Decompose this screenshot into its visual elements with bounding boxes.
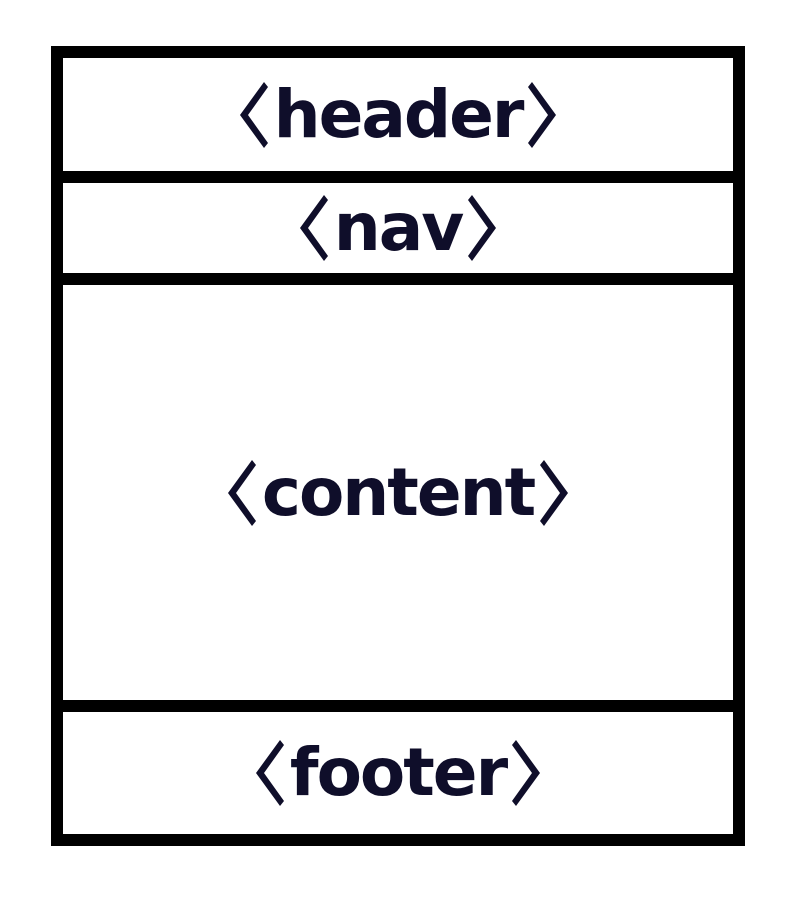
footer-label: footer [289, 734, 508, 811]
header-section: header [63, 58, 733, 183]
content-section: content [63, 285, 733, 712]
angle-bracket-left-icon [254, 738, 284, 808]
angle-bracket-right-icon [512, 738, 542, 808]
angle-bracket-right-icon [468, 193, 498, 263]
nav-section: nav [63, 183, 733, 285]
angle-bracket-left-icon [298, 193, 328, 263]
angle-bracket-right-icon [540, 458, 570, 528]
footer-section: footer [63, 712, 733, 834]
layout-diagram-frame: header nav content footer [51, 46, 745, 846]
angle-bracket-right-icon [528, 80, 558, 150]
nav-label: nav [333, 189, 465, 266]
content-label: content [261, 453, 536, 531]
header-label: header [273, 75, 525, 153]
angle-bracket-left-icon [226, 458, 256, 528]
angle-bracket-left-icon [238, 80, 268, 150]
